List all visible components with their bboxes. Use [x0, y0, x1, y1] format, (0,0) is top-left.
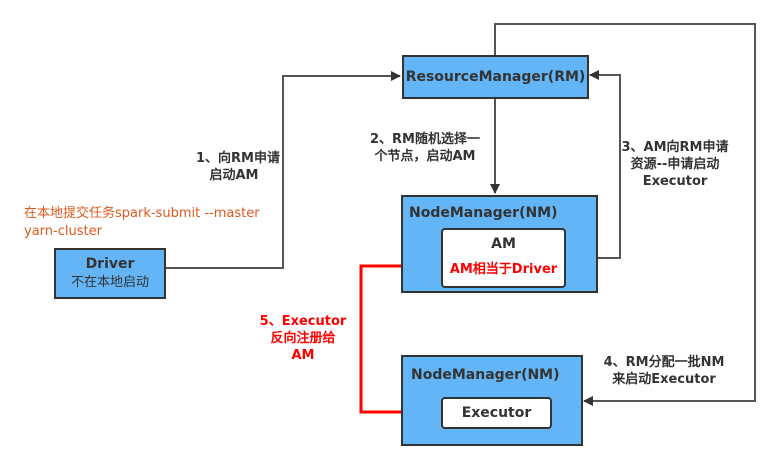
- node-manager-2-label: NodeManager(NM): [411, 367, 560, 383]
- am-note: AM相当于Driver: [449, 262, 558, 277]
- resource-manager-node: ResourceManager(RM): [402, 55, 589, 99]
- submit-command-line-1: 在本地提交任务spark-submit --master: [24, 206, 260, 221]
- driver-node: Driver 不在本地启动: [54, 248, 166, 299]
- step-3-label: 3、AM向RM申请 资源--申请启动 Executor: [620, 139, 730, 190]
- arrow-rm-to-nm2: [494, 23, 756, 406]
- step-4-label: 4、RM分配一批NM 来启动Executor: [594, 354, 734, 388]
- step-3-line-1: 3、AM向RM申请: [621, 140, 729, 155]
- am-title: AM: [491, 236, 516, 252]
- step-1-label: 1、向RM申请 启动AM: [188, 150, 280, 184]
- arrow-driver-to-rm: [165, 71, 401, 269]
- resource-manager-label: ResourceManager(RM): [405, 69, 586, 85]
- executor-label: Executor: [461, 405, 532, 421]
- step-3-line-3: Executor: [642, 174, 708, 189]
- step-5-line-2: 反向注册给: [270, 331, 336, 346]
- step-2-line-1: 2、RM随机选择一: [370, 132, 480, 147]
- node-manager-1-label: NodeManager(NM): [409, 205, 558, 221]
- step-5-line-1: 5、Executor: [259, 314, 347, 329]
- step-4-line-1: 4、RM分配一批NM: [603, 355, 725, 370]
- step-5-label: 5、Executor 反向注册给 AM: [258, 313, 348, 364]
- step-2-label: 2、RM随机选择一 个节点，启动AM: [365, 131, 485, 165]
- step-5-line-3: AM: [291, 348, 315, 363]
- step-1-line-1: 1、向RM申请: [196, 151, 280, 166]
- driver-title: Driver: [85, 256, 135, 272]
- application-master-box: AM AM相当于Driver: [441, 228, 566, 288]
- submit-command-annotation: 在本地提交任务spark-submit --master yarn-cluste…: [24, 205, 260, 241]
- step-3-line-2: 资源--申请启动: [630, 157, 720, 172]
- step-1-line-2: 启动AM: [209, 168, 259, 183]
- executor-box: Executor: [441, 397, 552, 429]
- submit-command-line-2: yarn-cluster: [24, 224, 102, 239]
- driver-subtitle: 不在本地启动: [70, 275, 149, 290]
- step-4-line-2: 来启动Executor: [612, 372, 716, 387]
- step-2-line-2: 个节点，启动AM: [374, 149, 476, 164]
